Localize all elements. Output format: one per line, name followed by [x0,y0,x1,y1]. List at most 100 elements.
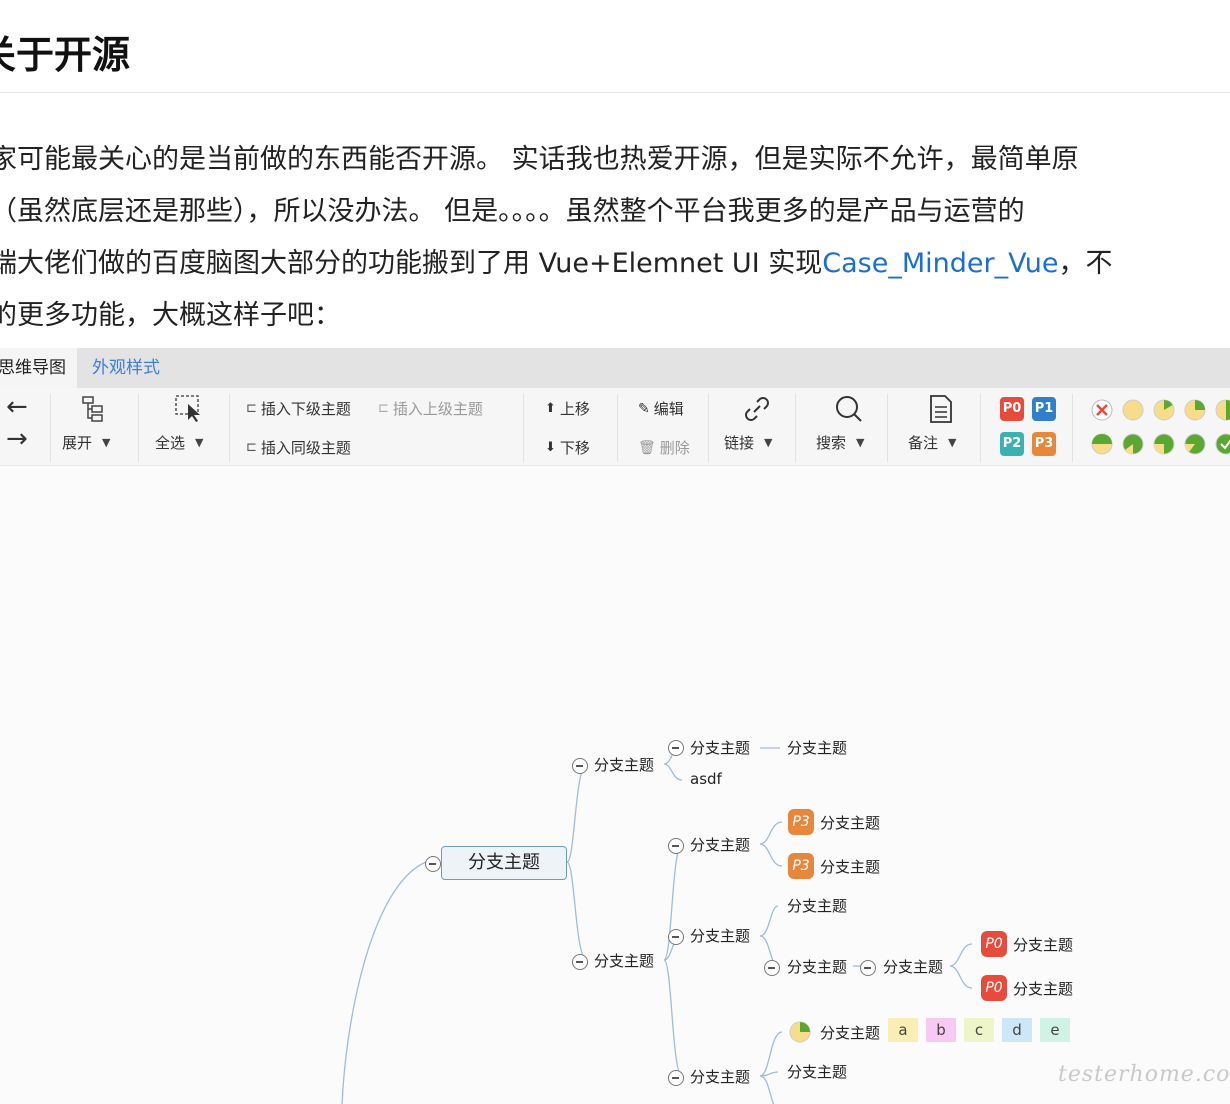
collapse-toggle-icon[interactable] [668,838,684,854]
mindmap-canvas[interactable]: 分支主题 分支主题 分支主题 分支主题 分支主题 asdf 分支主题 P3 分支… [0,466,1230,1104]
move-up-label: 上移 [559,400,590,418]
select-all-icon[interactable] [174,394,204,424]
mindmap-connectors [341,745,973,1104]
toolbar-divider [138,394,139,462]
note-button[interactable]: 备注▼ [908,432,956,453]
mindmap-node[interactable]: 分支主题 [787,739,848,757]
progress-1-icon[interactable] [1153,399,1175,421]
select-all-label: 全选 [155,434,186,452]
insert-sibling-label: 插入同级主题 [260,439,351,457]
progress-7-icon[interactable] [1184,433,1206,455]
priority-p1-button[interactable]: P1 [1032,397,1056,421]
mindmap-node[interactable]: 分支主题 [787,897,848,915]
mindmap-node[interactable]: 分支主题 [690,836,751,854]
toolbar-divider [229,394,230,462]
progress-clear-icon[interactable] [1091,399,1113,421]
link-caret-icon: ▼ [764,436,773,449]
toolbar-divider [795,394,796,462]
heading-divider [0,92,1230,93]
case-minder-vue-link[interactable]: Case_Minder_Vue [822,248,1059,279]
mindmap-node[interactable]: 分支主题 [1013,980,1074,998]
tab-appearance[interactable]: 外观样式 [92,358,160,378]
priority-p3-button[interactable]: P3 [1032,432,1056,456]
resource-tag: c [964,1018,994,1042]
toolbar-divider [523,394,524,462]
collapse-toggle-icon[interactable] [668,740,684,756]
toolbar-divider [1072,394,1073,462]
delete-button[interactable]: 🗑删除 [638,437,690,458]
select-all-button[interactable]: 全选 ▼ [155,432,203,453]
priority-p3-tag: P3 [788,809,814,835]
progress-done-icon[interactable] [1215,433,1230,455]
search-caret-icon: ▼ [856,436,865,449]
editor-toolbar: ← → 展开▼ 全选▼ ⊏插入下级主题 ⊏插入上级主题 ⊏插入同级主题 ⬆上移 … [0,388,1230,466]
trash-icon: 🗑 [638,439,656,456]
link-button[interactable]: 链接▼ [724,432,772,453]
collapse-toggle-icon[interactable] [425,856,441,872]
mindmap-main-node[interactable]: 分支主题 [441,846,567,880]
progress-6-icon[interactable] [1153,433,1175,455]
mindmap-node[interactable]: 分支主题 [594,952,655,970]
progress-2-icon[interactable] [1184,399,1206,421]
mindmap-node-asdf[interactable]: asdf [690,770,722,788]
insert-child-icon: ⊏ [246,401,257,416]
mindmap-node[interactable]: 分支主题 [820,814,881,832]
mindmap-node[interactable]: 分支主题 [690,739,751,757]
redo-icon[interactable]: → [6,424,28,454]
priority-p0-tag: P0 [981,975,1007,1001]
editor-tab-bar: 思维导图 外观样式 [0,348,1230,388]
select-all-caret-icon: ▼ [195,436,204,449]
insert-sibling-icon: ⊏ [246,440,257,455]
search-icon[interactable] [834,394,864,424]
mindmap-node[interactable]: 分支主题 [820,858,881,876]
progress-palette [1091,399,1230,455]
resource-tag: a [888,1018,918,1042]
insert-child-label: 插入下级主题 [260,400,351,418]
progress-0-icon[interactable] [1122,399,1144,421]
toolbar-divider [50,394,51,462]
collapse-toggle-icon[interactable] [860,960,876,976]
insert-child-button[interactable]: ⊏插入下级主题 [246,398,351,419]
expand-button[interactable]: 展开▼ [62,432,110,453]
note-label: 备注 [908,434,939,452]
link-icon[interactable] [744,396,770,422]
search-button[interactable]: 搜索▼ [816,432,864,453]
progress-icon [789,1021,811,1043]
mindmap-node[interactable]: 分支主题 [690,927,751,945]
toolbar-divider [708,394,709,462]
edit-label: 编辑 [653,400,684,418]
collapse-toggle-icon[interactable] [668,1070,684,1086]
mindmap-editor: 思维导图 外观样式 ← → 展开▼ 全选▼ ⊏插入下级主题 ⊏插入上级主题 ⊏插… [0,348,1230,1104]
mindmap-node[interactable]: 分支主题 [787,1063,848,1081]
insert-sibling-button[interactable]: ⊏插入同级主题 [246,437,351,458]
move-up-button[interactable]: ⬆上移 [545,398,590,419]
insert-parent-button[interactable]: ⊏插入上级主题 [378,398,483,419]
mindmap-node[interactable]: 分支主题 [820,1024,881,1042]
collapse-toggle-icon[interactable] [572,954,588,970]
mindmap-node[interactable]: 分支主题 [690,1068,751,1086]
note-icon[interactable] [928,394,954,424]
mindmap-node[interactable]: 分支主题 [787,958,848,976]
mindmap-node[interactable]: 分支主题 [1013,936,1074,954]
resource-tag: b [926,1018,956,1042]
priority-p0-button[interactable]: P0 [1000,397,1024,421]
progress-3-icon[interactable] [1215,399,1230,421]
edit-button[interactable]: ✎编辑 [638,398,684,419]
progress-5-icon[interactable] [1122,433,1144,455]
undo-icon[interactable]: ← [6,392,28,422]
expand-tree-icon[interactable] [80,394,108,422]
article-paragraph: 家可能最关心的是当前做的东西能否开源。 实话我也热爱开源，但是实际不允许，最简单… [0,134,1230,342]
move-down-button[interactable]: ⬇下移 [545,437,590,458]
page-title: 关于开源 [0,33,131,77]
collapse-toggle-icon[interactable] [572,758,588,774]
collapse-toggle-icon[interactable] [668,929,684,945]
paragraph-line-4: 的更多功能，大概这样子吧： [0,300,341,331]
insert-parent-label: 插入上级主题 [392,400,483,418]
mindmap-node[interactable]: 分支主题 [594,756,655,774]
collapse-toggle-icon[interactable] [764,960,780,976]
mindmap-node[interactable]: 分支主题 [883,958,944,976]
tab-mindmap[interactable]: 思维导图 [0,348,77,388]
progress-4-icon[interactable] [1091,433,1113,455]
expand-label: 展开 [62,434,93,452]
priority-p2-button[interactable]: P2 [1000,432,1024,456]
